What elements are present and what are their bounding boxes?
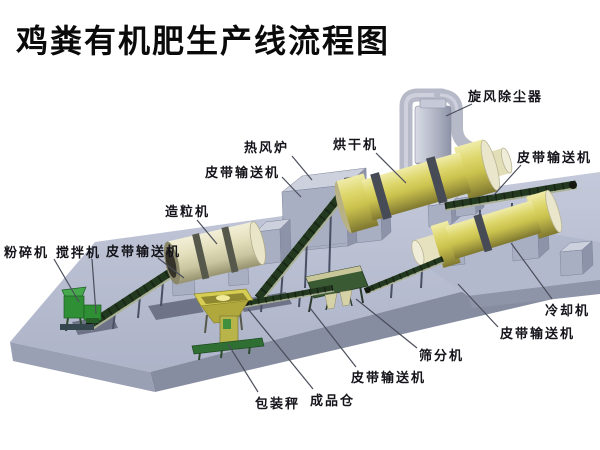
cooler-drum <box>411 189 563 269</box>
granulator-label: 造粒机 <box>165 204 211 219</box>
cooler-label-leader-line <box>510 242 553 300</box>
raised-platform-section <box>420 233 600 308</box>
cooler-label: 冷却机 <box>545 303 591 318</box>
packing-scale <box>191 315 265 361</box>
crusher-label: 粉碎机 <box>4 245 50 260</box>
packing-scale-label-leader-line <box>227 343 259 393</box>
screening-machine-label: 筛分机 <box>419 348 465 363</box>
product-bin-label: 成品仓 <box>310 393 356 408</box>
belt-conveyor-furnace-label-leader-line <box>281 176 302 198</box>
granulator-label-leader-line <box>196 219 218 245</box>
drum-tyre-ring <box>370 172 392 220</box>
crusher-label-leader-line <box>53 258 80 303</box>
screen-outlet <box>324 292 338 310</box>
belt-conveyor-top-right-label-leader-line <box>492 164 522 197</box>
belt-conveyor-top-right-label: 皮带输送机 <box>517 150 593 165</box>
belt-conveyor-furnace-label: 皮带输送机 <box>205 165 281 180</box>
leader-lines <box>53 103 553 393</box>
packing-discharge-conveyor <box>191 337 265 355</box>
screen-outlet <box>339 289 353 307</box>
mixer-machine <box>83 304 102 323</box>
drum-tyre-ring <box>473 213 493 253</box>
packing-scale-label: 包装秤 <box>255 396 301 411</box>
belt-conveyor-bottom-label: 皮带输送机 <box>351 370 427 385</box>
page-title: 鸡粪有机肥生产线流程图 <box>16 23 391 59</box>
belt-conveyor-right-label: 皮带输送机 <box>500 326 576 341</box>
hot-air-furnace-label-leader-line <box>291 155 313 181</box>
belt-conveyor-right-label-leader-line <box>457 283 499 328</box>
belt-conveyor-cooler-to-screen <box>363 256 445 299</box>
product-bin-label-leader-line <box>247 308 314 390</box>
pedestal-block <box>559 240 594 277</box>
belt-conveyor-bottom-label-leader-line <box>309 307 357 368</box>
platform-left-face <box>10 342 155 392</box>
mixer-label-leader-line <box>91 258 97 315</box>
mixer-label: 搅拌机 <box>56 245 102 260</box>
drum-ring <box>221 226 239 273</box>
drum-tyre-ring <box>425 156 448 204</box>
cyclone-body <box>414 105 452 165</box>
screening-machine-label-leader-line <box>355 298 418 349</box>
granulator-drum <box>163 221 266 285</box>
drum-ring <box>192 233 210 280</box>
cyclone-dust-collector-label: 旋风除尘器 <box>468 89 544 104</box>
belt-conveyor-left-label: 皮带输送机 <box>106 244 182 259</box>
hot-air-furnace-label: 热风炉 <box>244 140 290 155</box>
cyclone-dust-collector-label-leader-line <box>445 103 473 117</box>
dryer-label: 烘干机 <box>333 137 379 152</box>
dryer-label-leader-line <box>375 152 407 184</box>
dryer-drum <box>334 139 513 234</box>
belt-conveyor-left-label-leader-line <box>157 257 185 279</box>
belt-conveyor-to-product-bin <box>242 285 335 313</box>
